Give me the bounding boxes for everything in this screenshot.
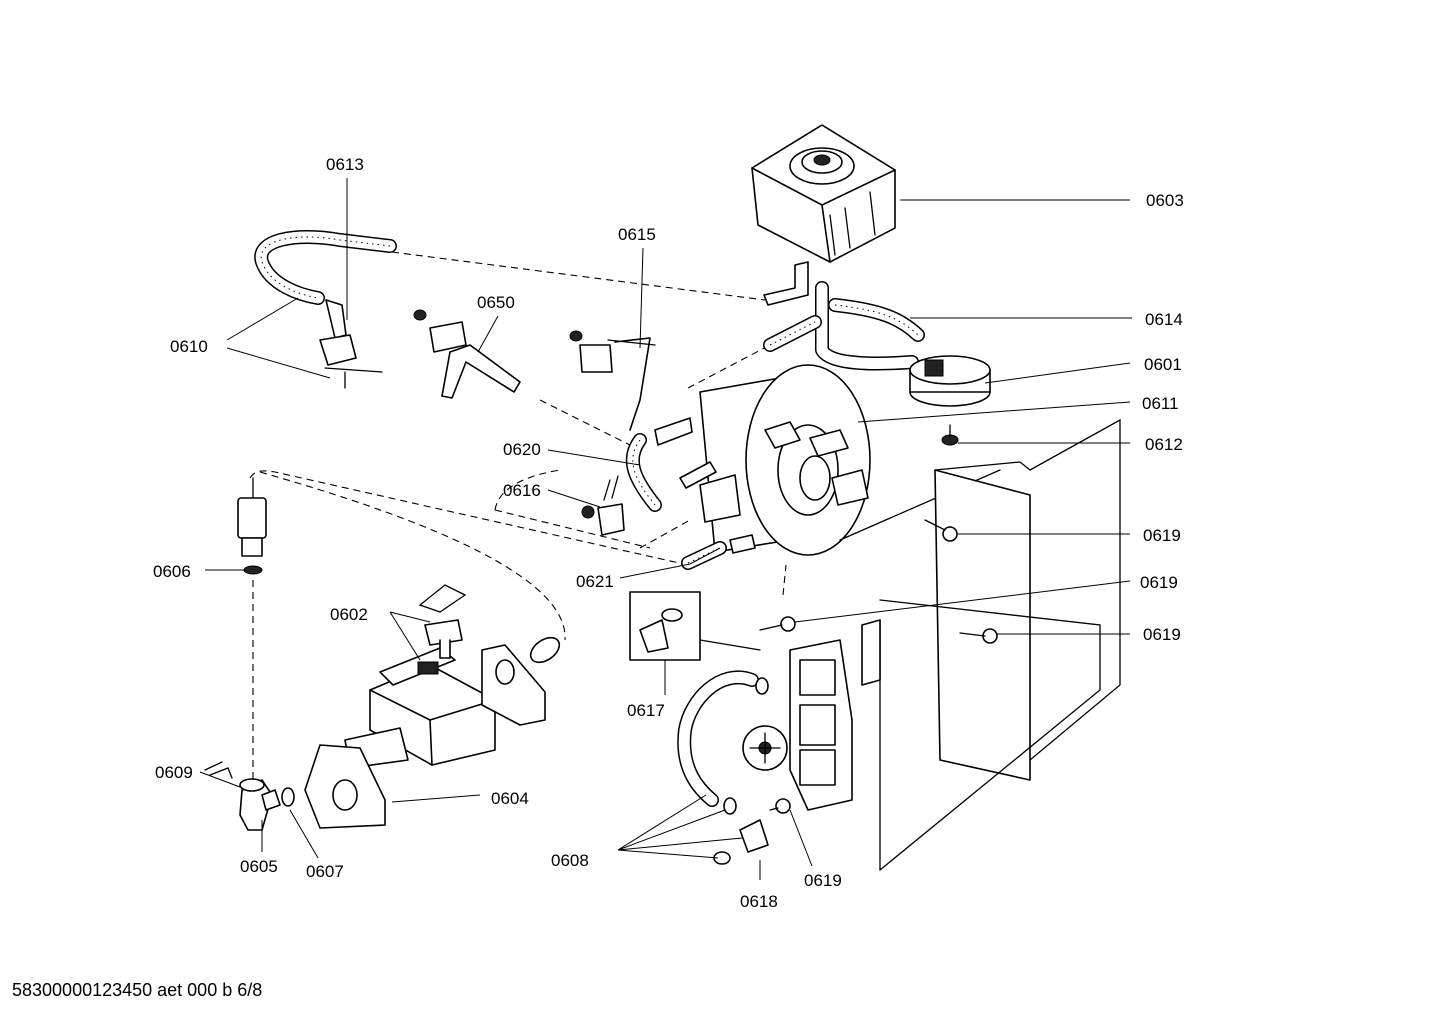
label-0616: 0616 bbox=[503, 481, 541, 500]
thermostat-0615-part bbox=[569, 330, 656, 431]
label-0615: 0615 bbox=[618, 225, 656, 244]
label-0619: 0619 bbox=[1140, 573, 1178, 592]
label-0612: 0612 bbox=[1145, 435, 1183, 454]
hose-0614-part bbox=[763, 261, 925, 371]
label-0605: 0605 bbox=[240, 857, 278, 876]
part-labels: 0613 0603 0615 0650 0614 0610 0601 0611 … bbox=[153, 155, 1184, 911]
drawing-code: 58300000123450 aet 000 b 6/8 bbox=[12, 980, 263, 1000]
label-0650: 0650 bbox=[477, 293, 515, 312]
label-0611: 0611 bbox=[1142, 394, 1179, 413]
thermostat-0650-part bbox=[413, 309, 521, 399]
tube-0608-part bbox=[677, 670, 769, 815]
screws-0619-part bbox=[759, 519, 998, 814]
valve-0606-part bbox=[237, 477, 267, 575]
label-0610: 0610 bbox=[170, 337, 208, 356]
label-0607: 0607 bbox=[306, 862, 344, 881]
leader-lines bbox=[199, 178, 1132, 880]
elbow-0605-part bbox=[204, 761, 295, 831]
assembly-guide-lines bbox=[249, 251, 787, 780]
sensor-0616-part bbox=[581, 475, 625, 536]
label-0619: 0619 bbox=[804, 871, 842, 890]
label-0608: 0608 bbox=[551, 851, 589, 870]
label-0601: 0601 bbox=[1144, 355, 1182, 374]
label-0620: 0620 bbox=[503, 440, 541, 459]
label-0619: 0619 bbox=[1143, 625, 1181, 644]
label-0604: 0604 bbox=[491, 789, 529, 808]
switch-board-part bbox=[713, 619, 881, 865]
label-0603: 0603 bbox=[1146, 191, 1184, 210]
label-0606: 0606 bbox=[153, 562, 191, 581]
label-0618: 0618 bbox=[740, 892, 778, 911]
label-0619: 0619 bbox=[1143, 526, 1181, 545]
label-0614: 0614 bbox=[1145, 310, 1183, 329]
clip-0602-part bbox=[418, 584, 467, 659]
pump-0604-part bbox=[304, 636, 561, 829]
tube-0620-part bbox=[625, 417, 717, 512]
label-0602: 0602 bbox=[330, 605, 368, 624]
label-0621: 0621 bbox=[576, 572, 614, 591]
water-tank-part bbox=[751, 124, 896, 263]
hose-0613-part bbox=[254, 229, 397, 389]
float-valve-part bbox=[909, 355, 991, 446]
chassis-part bbox=[879, 418, 1121, 871]
label-0609: 0609 bbox=[155, 763, 193, 782]
label-0613: 0613 bbox=[326, 155, 364, 174]
label-0617: 0617 bbox=[627, 701, 665, 720]
bracket-0617-inset bbox=[629, 591, 761, 661]
boiler-part bbox=[699, 364, 1001, 556]
